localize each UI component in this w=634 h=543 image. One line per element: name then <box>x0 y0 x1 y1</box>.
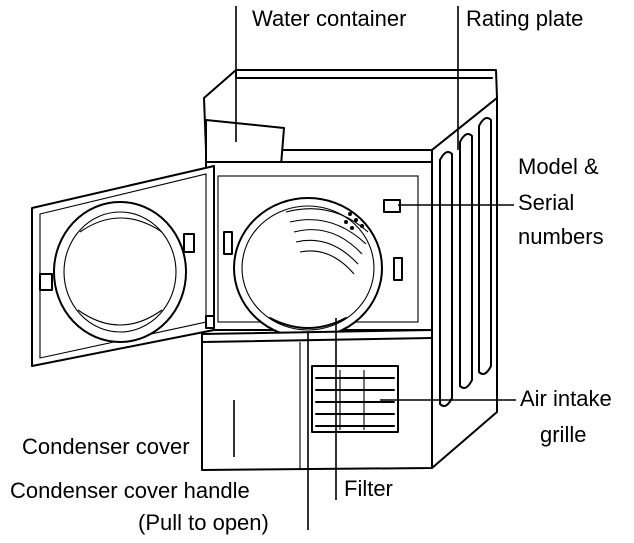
label-model-serial-1: Model & <box>518 154 599 179</box>
label-model-serial-3: numbers <box>518 224 604 249</box>
hinge-right <box>393 257 403 281</box>
label-condenser-cover: Condenser cover <box>22 434 190 459</box>
door-window <box>53 201 187 343</box>
drum-opening <box>233 197 383 339</box>
label-filter: Filter <box>344 476 393 501</box>
label-rating-plate: Rating plate <box>466 6 584 31</box>
hinge-left <box>223 231 233 255</box>
label-air-intake-2: grille <box>540 422 587 447</box>
label-condenser-handle: Condenser cover handle <box>10 478 250 503</box>
label-air-intake-1: Air intake <box>520 386 612 411</box>
dryer-right-side <box>431 97 498 469</box>
model-plate <box>383 199 401 213</box>
door-latch <box>39 273 53 291</box>
label-water-container: Water container <box>252 6 407 31</box>
label-pull-to-open: (Pull to open) <box>138 510 269 535</box>
air-intake-grille <box>311 365 399 433</box>
label-model-serial-2: Serial <box>518 190 575 215</box>
door-hinge-upper <box>183 233 195 253</box>
door-hinge-lower <box>205 315 215 329</box>
